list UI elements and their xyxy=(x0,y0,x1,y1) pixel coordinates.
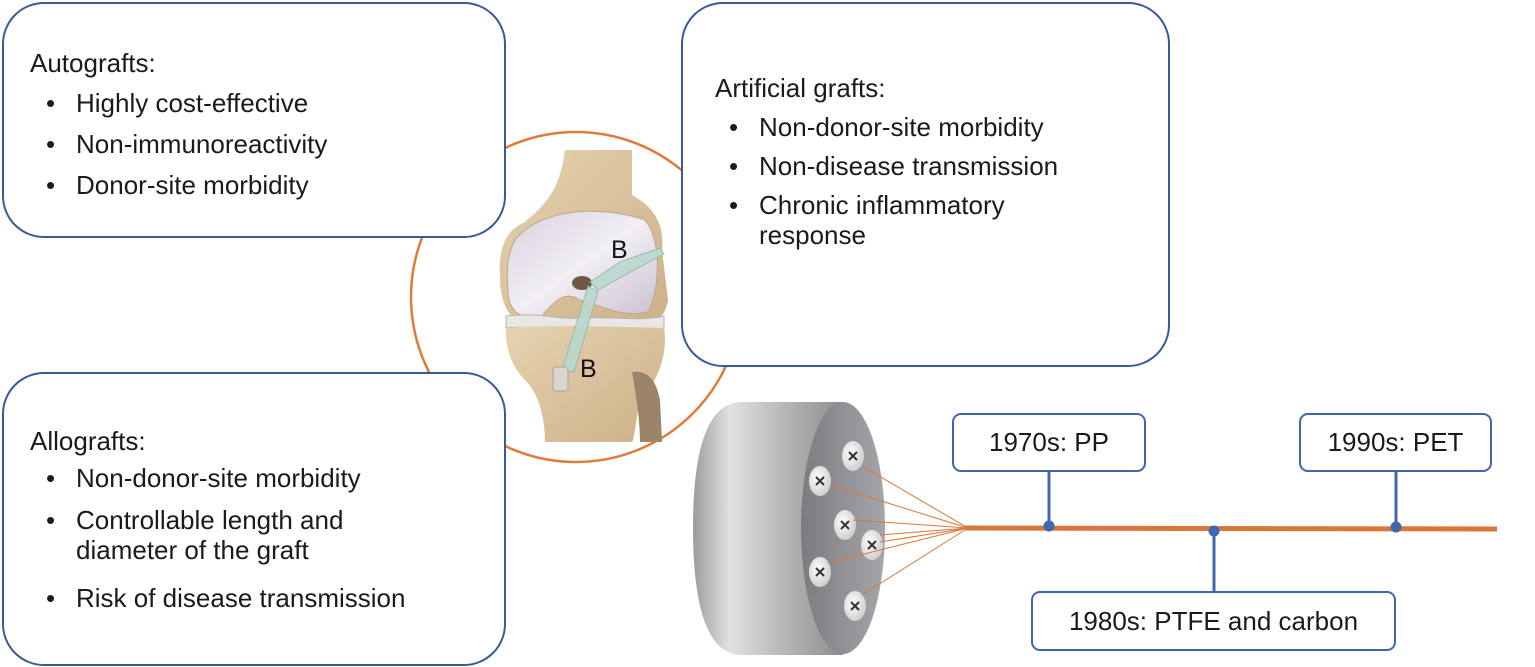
list-item: Non-disease transmission xyxy=(715,151,1058,181)
timeline-marker-1990s xyxy=(1390,521,1402,533)
fibers xyxy=(827,465,969,596)
fixation-device-illustration xyxy=(693,402,969,655)
timeline-marker-1970s xyxy=(1043,520,1055,532)
list-item: Risk of disease transmission xyxy=(32,583,405,613)
list-item: Highly cost-effective xyxy=(32,88,327,118)
autografts-card: Autografts: Highly cost-effective Non-im… xyxy=(2,2,506,238)
autografts-list: Highly cost-effective Non-immunoreactivi… xyxy=(32,88,327,211)
list-item: Non-immunoreactivity xyxy=(32,129,327,159)
timeline-label-1970s: 1970s: PP xyxy=(952,413,1146,472)
list-item: Non-donor-site morbidity xyxy=(715,112,1058,142)
artificial-grafts-list: Non-donor-site morbidity Non-disease tra… xyxy=(715,112,1058,259)
allografts-card: Allografts: Non-donor-site morbidity Con… xyxy=(2,372,506,666)
list-item: Controllable length and xyxy=(32,505,405,535)
list-item-continuation: diameter of the graft xyxy=(76,535,309,565)
allografts-list: Non-donor-site morbidity Controllable le… xyxy=(32,463,405,613)
femoral-tunnel-label: B xyxy=(611,236,628,264)
artificial-grafts-title: Artificial grafts: xyxy=(715,73,886,103)
timeline-marker-1980s xyxy=(1208,525,1220,537)
list-item: Chronic inflammatory xyxy=(715,190,1058,220)
screw-heads xyxy=(809,441,883,621)
timeline xyxy=(964,472,1498,592)
list-item-continuation: response xyxy=(759,220,866,250)
list-item: Non-donor-site morbidity xyxy=(32,463,405,493)
timeline-label-1980s: 1980s: PTFE and carbon xyxy=(1031,591,1396,651)
knee-illustration xyxy=(499,150,668,442)
autografts-title: Autografts: xyxy=(30,48,156,78)
artificial-grafts-card: Artificial grafts: Non-donor-site morbid… xyxy=(681,2,1170,367)
tibial-tunnel-label: B xyxy=(580,355,597,383)
allografts-title: Allografts: xyxy=(30,426,146,456)
list-item: Donor-site morbidity xyxy=(32,170,327,200)
timeline-label-1990s: 1990s: PET xyxy=(1299,413,1492,472)
